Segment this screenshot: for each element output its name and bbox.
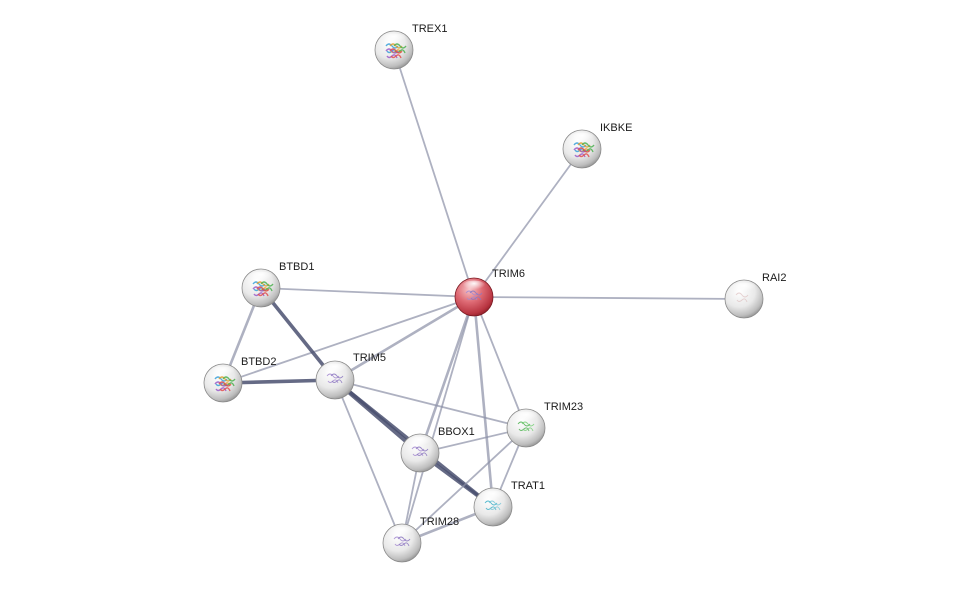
structure-strand-icon — [577, 147, 591, 158]
node-highlight — [481, 490, 505, 503]
edge-trim23-trim28[interactable] — [401, 427, 527, 544]
node-trat1[interactable]: TRAT1 — [473, 480, 545, 527]
node-label: TREX1 — [412, 23, 447, 35]
edge-trim6-trex1[interactable] — [393, 49, 475, 298]
node-trim23[interactable]: TRIM23 — [506, 401, 583, 448]
node-bbox1[interactable]: BBOX1 — [400, 426, 475, 473]
node-highlight — [211, 366, 235, 379]
edge-trim5-trim23[interactable] — [334, 379, 527, 429]
edge-trim6-trim5[interactable] — [333, 295, 476, 382]
node-label: IKBKE — [600, 122, 632, 134]
edge-trim6-bbox1[interactable] — [418, 295, 476, 455]
edge-trim6-ikbke[interactable] — [473, 148, 583, 298]
node-label: TRIM28 — [420, 516, 459, 528]
edge-trim6-trim23[interactable] — [473, 296, 527, 429]
node-label: TRIM5 — [353, 352, 386, 364]
node-label: RAI2 — [762, 272, 786, 284]
node-highlight — [462, 280, 486, 293]
node-label: BTBD1 — [279, 261, 314, 273]
edge-trim6-rai2[interactable] — [473, 296, 745, 300]
node-highlight — [249, 271, 273, 284]
edge-trim5-trim28[interactable] — [334, 379, 403, 544]
edge-trim6-btbd2[interactable] — [222, 296, 475, 384]
node-label: TRIM6 — [492, 268, 525, 280]
node-btbd1[interactable]: BTBD1 — [241, 261, 314, 308]
node-trim5[interactable]: TRIM5 — [315, 352, 386, 400]
node-label: BTBD2 — [241, 356, 276, 368]
node-trim6[interactable]: TRIM6 — [454, 268, 525, 317]
node-label: TRIM23 — [544, 401, 583, 413]
node-highlight — [408, 436, 432, 449]
edge-trim6-btbd1[interactable] — [260, 287, 475, 298]
node-label: BBOX1 — [438, 426, 475, 438]
node-highlight — [390, 526, 414, 539]
node-rai2[interactable]: RAI2 — [724, 272, 786, 319]
edge-trim6-trim28[interactable] — [401, 296, 475, 544]
edge-trim6-trat1[interactable] — [472, 295, 495, 509]
structure-strand-icon — [256, 286, 270, 297]
structure-strand-icon — [218, 381, 232, 392]
node-highlight — [514, 411, 538, 424]
node-trim28[interactable]: TRIM28 — [382, 516, 459, 563]
node-highlight — [323, 363, 347, 376]
node-trex1[interactable]: TREX1 — [374, 23, 447, 70]
node-btbd2[interactable]: BTBD2 — [203, 356, 276, 403]
structure-strand-icon — [389, 48, 403, 59]
node-highlight — [570, 132, 594, 145]
edge-btbd1-trim5[interactable] — [259, 286, 337, 382]
node-ikbke[interactable]: IKBKE — [562, 122, 632, 169]
node-highlight — [382, 33, 406, 46]
node-label: TRAT1 — [511, 480, 545, 492]
node-highlight — [732, 282, 756, 295]
